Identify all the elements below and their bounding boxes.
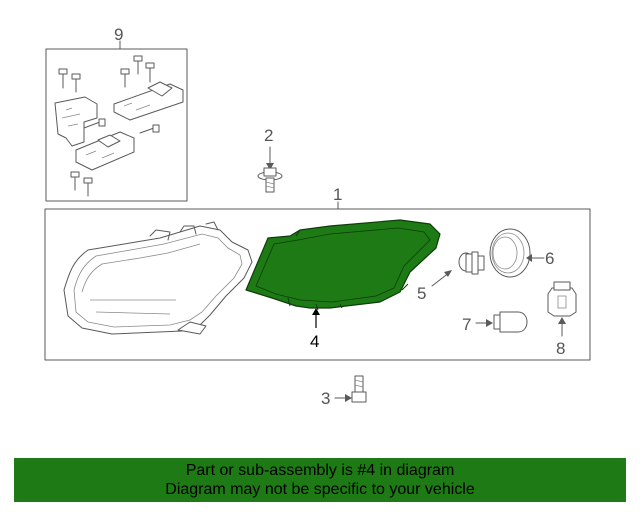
bracket-icon	[54, 81, 184, 171]
callout-7: 7	[462, 315, 471, 334]
bracket-kit-box: 9	[45, 25, 188, 202]
socket-icon: 8	[547, 281, 577, 358]
banner-line-1: Part or sub-assembly is #4 in diagram	[185, 462, 455, 479]
callout-8: 8	[556, 339, 565, 358]
callout-6: 6	[545, 249, 554, 268]
bolt-icon: 2	[257, 126, 283, 193]
screw-3-icon: 3	[321, 375, 367, 408]
callout-9: 9	[114, 25, 123, 44]
bulb-icon: 5	[417, 251, 485, 303]
info-banner: Part or sub-assembly is #4 in diagram Di…	[14, 458, 626, 502]
assembly-frame: 1	[44, 185, 591, 361]
banner-line-2: Diagram may not be specific to your vehi…	[165, 481, 475, 498]
callout-3: 3	[321, 389, 330, 408]
callout-1: 1	[333, 185, 342, 204]
cap-icon: 6	[489, 228, 554, 278]
callout-5: 5	[417, 284, 426, 303]
callout-4: 4	[310, 332, 319, 351]
small-bulb-icon: 7	[462, 311, 528, 334]
screw-icon	[58, 55, 160, 197]
part-4-highlight	[245, 219, 441, 311]
headlight-housing	[63, 221, 253, 335]
callout-4-leader: 4	[310, 308, 320, 351]
callout-2: 2	[264, 126, 273, 145]
